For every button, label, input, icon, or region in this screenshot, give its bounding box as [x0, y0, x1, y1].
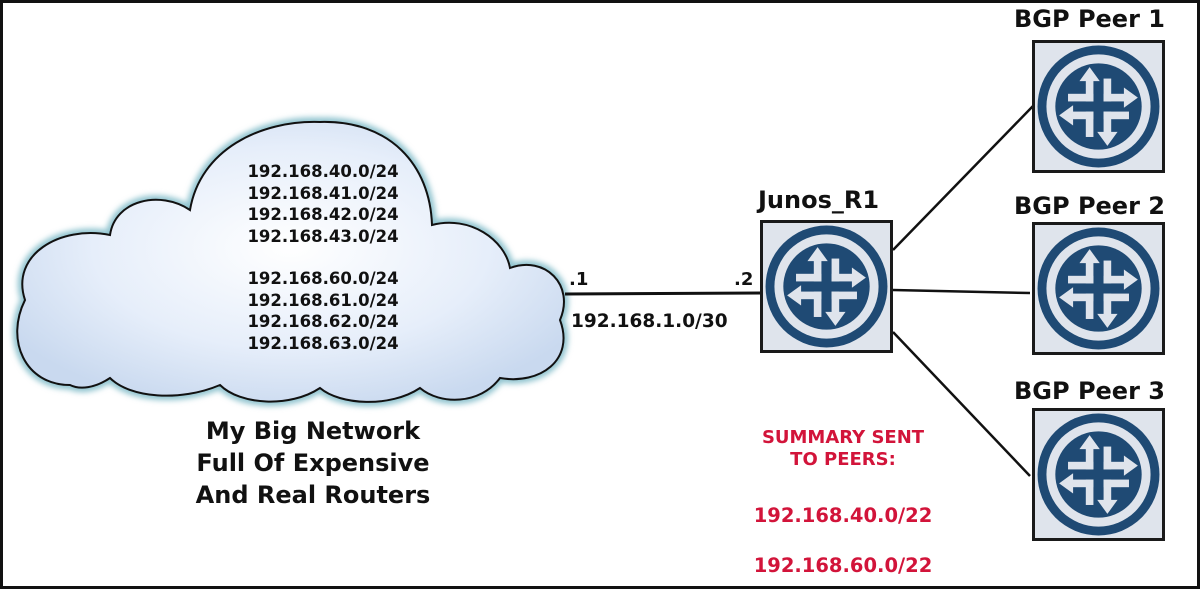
juniper-router-icon: [1037, 413, 1160, 536]
prefix-item: 192.168.41.0/24: [247, 183, 399, 203]
prefix-item: 192.168.40.0/24: [247, 162, 399, 181]
link-r1-to-peer2: [892, 288, 1031, 295]
prefix-item: 192.168.62.0/24: [247, 312, 399, 331]
summary-heading-line: SUMMARY SENT: [761, 427, 925, 448]
core-router-label: Junos_R1: [758, 186, 880, 214]
summary-prefix: 192.168.40.0/22: [753, 504, 933, 527]
prefix-item: 192.168.60.0/24: [247, 269, 399, 288]
bgp-peer-3[interactable]: [1032, 408, 1165, 541]
link-right-host: .2: [734, 269, 754, 290]
prefix-item: 192.168.42.0/24: [247, 205, 399, 224]
prefix-item: 192.168.63.0/24: [247, 333, 399, 353]
caption-line: And Real Routers: [195, 481, 431, 509]
link-left-host: .1: [569, 269, 589, 290]
peer3-label: BGP Peer 3: [1014, 377, 1165, 405]
peer1-label: BGP Peer 1: [1014, 5, 1165, 33]
cloud-prefix-list: 192.168.40.0/24 192.168.41.0/24 192.168.…: [223, 161, 423, 354]
peer2-label: BGP Peer 2: [1014, 192, 1165, 220]
prefix-item: 192.168.43.0/24: [247, 226, 399, 246]
cloud-caption: My Big Network Full Of Expensive And Rea…: [153, 415, 473, 511]
network-cloud: [12, 117, 569, 407]
summary-prefix: 192.168.60.0/22: [753, 554, 933, 577]
juniper-router-icon: [765, 225, 888, 348]
juniper-router-icon: [1037, 45, 1160, 168]
bgp-peer-1[interactable]: [1032, 40, 1165, 173]
core-router[interactable]: [760, 220, 893, 353]
link-r1-to-peer3: [892, 331, 1031, 477]
link-cloud-to-r1: [564, 291, 763, 296]
juniper-router-icon: [1037, 227, 1160, 350]
summary-block: SUMMARY SENT TO PEERS: 192.168.40.0/22 1…: [723, 427, 963, 578]
link-r1-to-peer1: [892, 105, 1034, 251]
bgp-peer-2[interactable]: [1032, 222, 1165, 355]
link-subnet: 192.168.1.0/30: [571, 311, 728, 332]
prefix-item: 192.168.61.0/24: [247, 290, 399, 310]
summary-heading-line: TO PEERS:: [790, 449, 896, 470]
caption-line: Full Of Expensive: [196, 449, 430, 477]
caption-line: My Big Network: [205, 417, 421, 445]
